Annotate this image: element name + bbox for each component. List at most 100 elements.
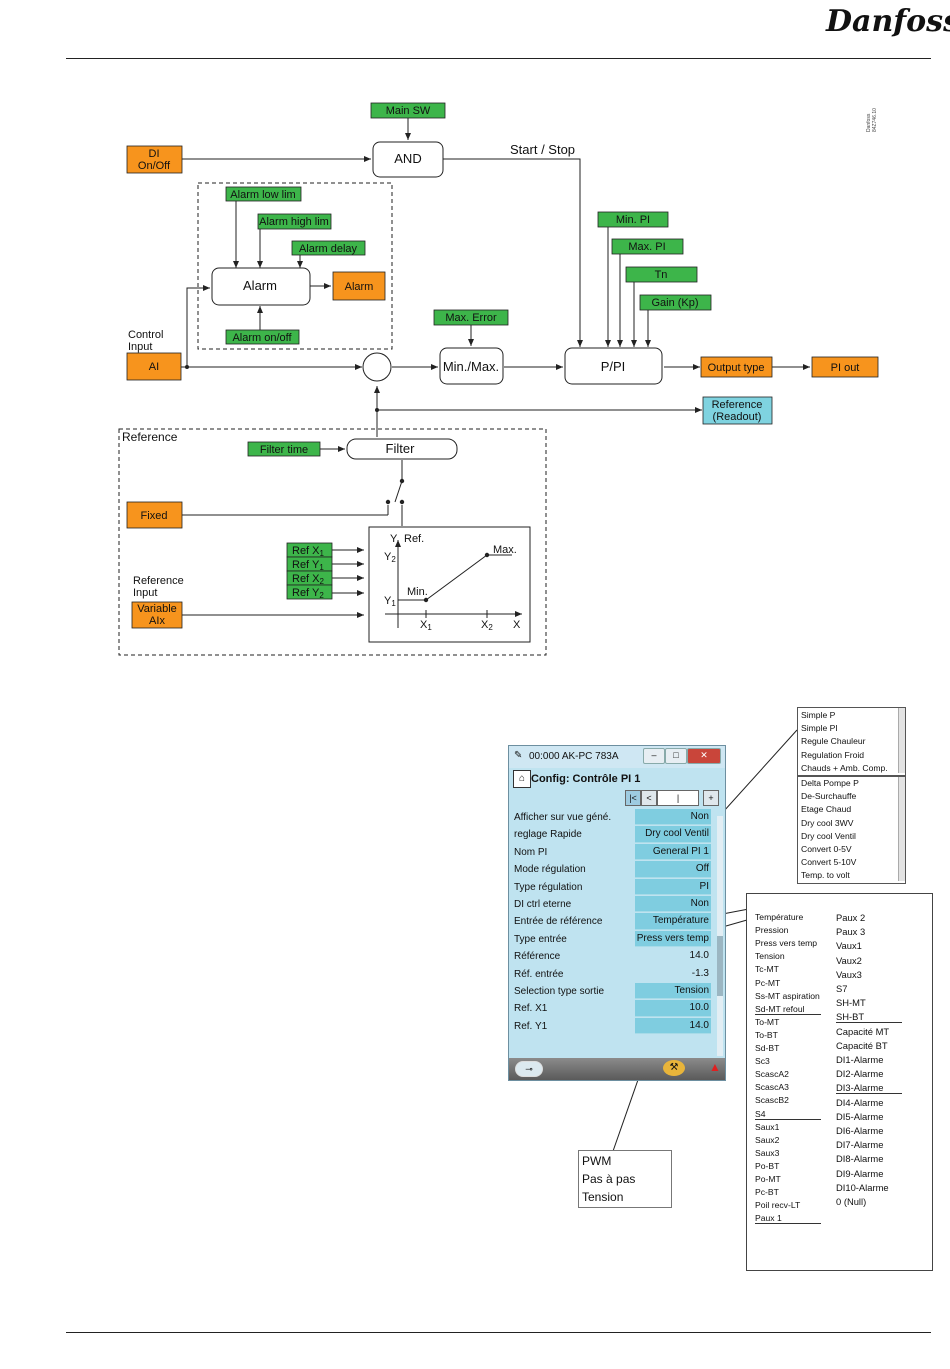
list-item[interactable]: Regule Chauleur [801, 736, 866, 747]
list-item[interactable]: Convert 0-5V [801, 844, 852, 854]
next-page-button[interactable]: + [703, 790, 719, 806]
list-item[interactable]: Sd-BT [755, 1043, 780, 1053]
config-row[interactable]: Réf. entrée-1.3 [513, 966, 717, 983]
list-item[interactable]: SH-BT [836, 1011, 902, 1024]
config-row-value[interactable]: Non [635, 895, 711, 913]
wrench-icon[interactable]: ⚒ [663, 1060, 685, 1076]
list-item[interactable]: Paux 2 [836, 912, 866, 923]
list-item[interactable]: Etage Chaud [801, 804, 852, 815]
first-page-button[interactable]: |< [625, 790, 641, 806]
list-item[interactable]: Delta Pompe P [801, 778, 859, 788]
list-item[interactable]: Press vers temp [755, 938, 818, 949]
alarm-bell-icon[interactable]: ▲ [709, 1060, 721, 1074]
list-item[interactable]: Dry cool 3WV [801, 817, 854, 828]
list-item[interactable]: Simple P [801, 710, 836, 720]
list-item[interactable]: Tension [755, 951, 785, 962]
list-item[interactable]: Vaux1 [836, 940, 862, 952]
scrollbar[interactable] [717, 816, 723, 1056]
config-row-value[interactable]: 10.0 [635, 1000, 711, 1017]
config-row-value[interactable]: 14.0 [635, 1017, 711, 1035]
config-row-value[interactable]: Off [635, 861, 711, 878]
maximize-button[interactable]: □ [665, 748, 687, 764]
list-item[interactable]: DI4-Alarme [836, 1096, 884, 1108]
list-item[interactable]: DI2-Alarme [836, 1068, 884, 1080]
list-item[interactable]: DI6-Alarme [836, 1125, 884, 1136]
list-item[interactable]: DI8-Alarme [836, 1153, 884, 1165]
list-item[interactable]: Capacité BT [836, 1039, 888, 1051]
list-item[interactable]: Tension [582, 1190, 624, 1204]
list-item[interactable]: Sd-MT refoul [755, 1004, 821, 1015]
list-item[interactable]: DI1-Alarme [836, 1054, 884, 1065]
list-item[interactable]: Simple PI [801, 723, 838, 734]
list-item[interactable]: Vaux3 [836, 968, 862, 980]
config-row-value[interactable]: PI [635, 878, 711, 895]
list-item[interactable]: Poil recv-LT [755, 1200, 801, 1211]
list-item[interactable]: Pression [755, 925, 789, 936]
list-item[interactable]: ScascA3 [755, 1082, 789, 1093]
list-item[interactable]: S7 [836, 983, 848, 994]
list-item[interactable]: Paux 1 [755, 1213, 821, 1225]
list-item[interactable]: Temp. to volt [801, 870, 850, 881]
list-item[interactable]: ScascA2 [755, 1069, 789, 1080]
page-field[interactable]: | [657, 790, 699, 806]
list-item[interactable]: DI10-Alarme [836, 1181, 889, 1193]
list-item[interactable]: DI9-Alarme [836, 1167, 884, 1179]
list-item[interactable]: Dry cool Ventil [801, 830, 856, 841]
list-item[interactable]: SH-MT [836, 997, 866, 1009]
close-button[interactable]: ✕ [687, 748, 721, 764]
list-item[interactable]: ScascB2 [755, 1095, 789, 1106]
list-item[interactable]: Sc3 [755, 1056, 770, 1067]
list-item[interactable]: S4 [755, 1109, 821, 1120]
list-item[interactable]: Pas à pas [582, 1172, 636, 1186]
list-item[interactable]: 0 (Null) [836, 1196, 867, 1207]
list-scrollbar-2[interactable] [898, 777, 905, 881]
list-item[interactable]: DI7-Alarme [836, 1139, 884, 1151]
list-item[interactable]: PWM [582, 1154, 612, 1168]
list-item[interactable]: Tc-MT [755, 964, 779, 975]
config-row[interactable]: Afficher sur vue géné.Non [513, 809, 717, 826]
list-item[interactable]: DI5-Alarme [836, 1110, 884, 1122]
prev-page-button[interactable]: < [641, 790, 657, 806]
list-item[interactable]: Ss-MT aspiration [755, 990, 820, 1001]
list-item[interactable]: Convert 5-10V [801, 857, 857, 868]
list-item[interactable]: Chauds + Amb. Comp. [801, 762, 888, 773]
config-row-value[interactable]: General PI 1 [635, 843, 711, 861]
list-item[interactable]: Regulation Froid [801, 749, 865, 760]
list-item[interactable]: Pc-BT [755, 1187, 779, 1198]
list-item[interactable]: Saux1 [755, 1121, 780, 1132]
key-icon[interactable]: ⊸ [515, 1061, 543, 1077]
list-item[interactable]: Pc-MT [755, 977, 781, 988]
config-row-value[interactable]: Température [635, 913, 711, 930]
list-item[interactable]: To-MT [755, 1016, 780, 1027]
minimize-button[interactable]: – [643, 748, 665, 764]
home-icon[interactable]: ⌂ [513, 770, 531, 788]
list-item[interactable]: Capacité MT [836, 1025, 890, 1037]
config-row-value[interactable]: Press vers temp [635, 930, 711, 948]
config-row-value[interactable]: Non [635, 809, 711, 826]
list-scrollbar[interactable] [898, 708, 905, 773]
list-item[interactable]: Saux2 [755, 1134, 780, 1145]
list-item[interactable]: Po-MT [755, 1174, 781, 1184]
list-item[interactable]: DI3-Alarme [836, 1082, 902, 1095]
scroll-thumb[interactable] [717, 936, 723, 996]
list-item[interactable]: Saux3 [755, 1147, 780, 1158]
list-item[interactable]: Po-BT [755, 1160, 780, 1171]
list-item[interactable]: Paux 3 [836, 926, 866, 938]
list-item[interactable]: To-BT [755, 1029, 778, 1040]
list-item[interactable]: Vaux2 [836, 954, 862, 966]
config-row-value[interactable]: Dry cool Ventil [635, 826, 711, 843]
config-row-value[interactable]: Tension [635, 982, 711, 1000]
list-item[interactable]: Température [755, 912, 804, 922]
list-item[interactable]: De-Surchauffe [801, 791, 857, 802]
